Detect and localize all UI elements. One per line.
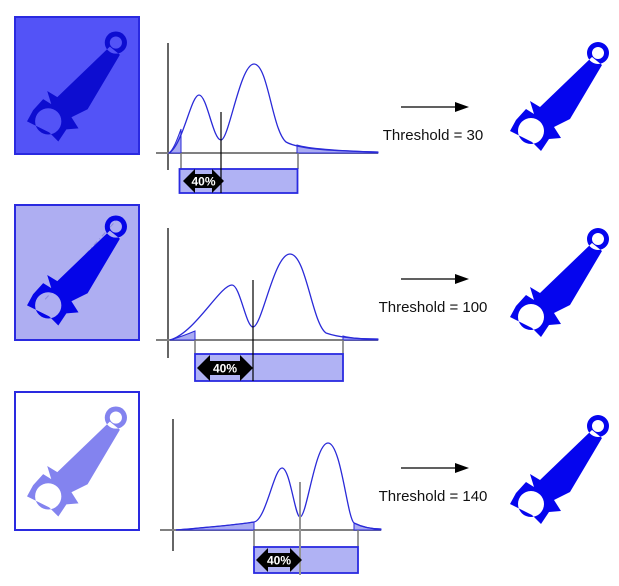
threshold-label: Threshold = 140 — [378, 488, 488, 505]
wrench-silhouette — [27, 31, 127, 142]
right-arrow-icon — [401, 102, 469, 112]
histogram-1: 40% — [156, 43, 379, 194]
source-image-medium — [14, 204, 140, 341]
result-shape-2 — [510, 227, 609, 337]
wrench-silhouette — [510, 41, 609, 152]
percent-label: 40% — [213, 362, 237, 376]
wrench-shape-source-1 — [27, 31, 127, 142]
result-shape-3 — [510, 414, 609, 524]
right-arrowhead-icon — [290, 548, 302, 572]
histogram-curve — [169, 253, 379, 341]
histogram-2: 40% — [156, 228, 379, 382]
right-arrow-icon — [401, 274, 469, 284]
percent-marker: 40% — [183, 169, 224, 193]
left-arrowhead-icon — [183, 169, 195, 193]
threshold-label: Threshold = 100 — [378, 299, 488, 316]
threshold-label: Threshold = 30 — [382, 127, 484, 144]
wrench-silhouette — [27, 215, 127, 326]
source-image-dark — [14, 16, 140, 155]
wrench-shape-source-2 — [27, 215, 127, 326]
marker-body — [208, 361, 242, 375]
wrench-silhouette — [510, 227, 609, 337]
result-shape-1 — [510, 41, 609, 152]
source-image-light — [14, 391, 140, 531]
wrench-silhouette — [510, 414, 609, 524]
percent-label: 40% — [267, 554, 291, 568]
percent-marker: 40% — [256, 548, 302, 572]
histogram-curve — [175, 442, 382, 531]
wrench-shape-source-3 — [27, 406, 127, 517]
histogram-3: 40% — [160, 419, 382, 575]
marker-body — [194, 174, 213, 188]
left-arrowhead-icon — [256, 548, 268, 572]
histogram-curve — [168, 63, 379, 154]
left-arrowhead-icon — [197, 355, 210, 381]
right-arrowhead-icon — [240, 355, 253, 381]
marker-body — [266, 553, 292, 567]
percent-marker: 40% — [197, 355, 253, 381]
right-arrow-icon — [401, 463, 469, 473]
wrench-silhouette — [27, 406, 127, 517]
right-arrowhead-icon — [212, 169, 224, 193]
percent-label: 40% — [191, 175, 215, 189]
